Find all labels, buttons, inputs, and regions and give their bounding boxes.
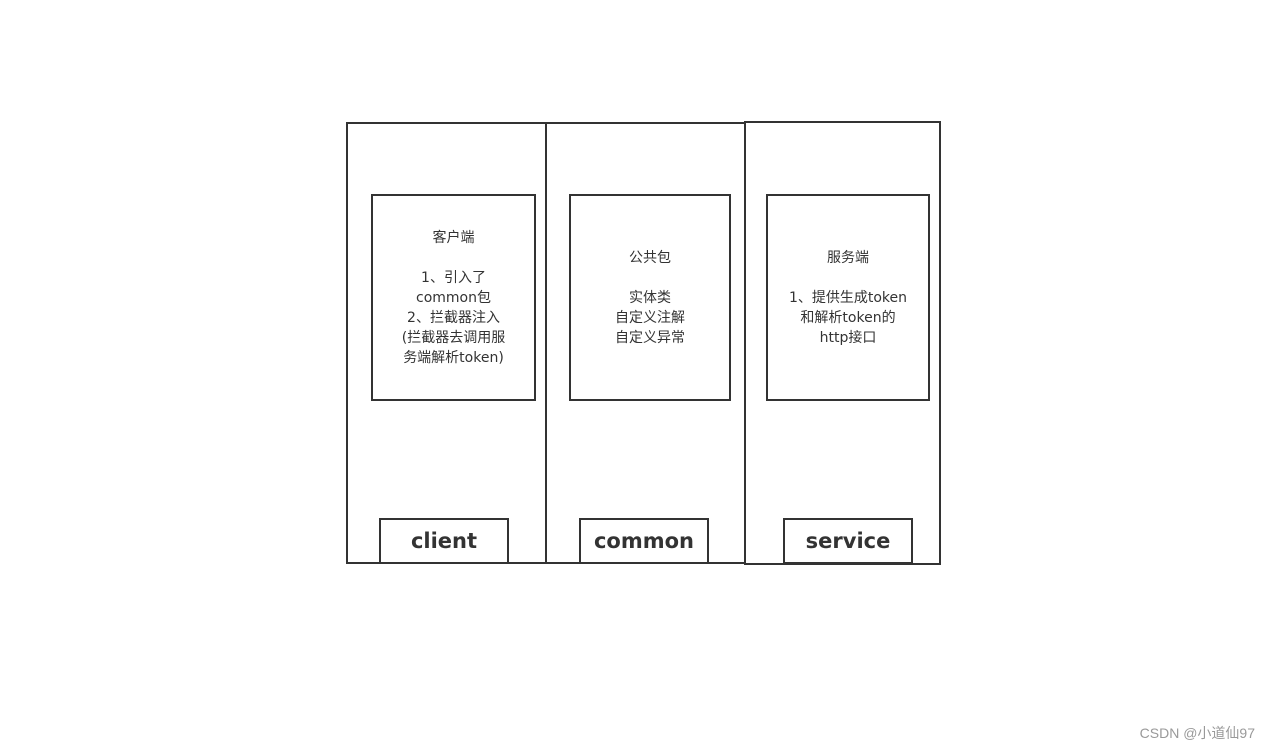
client-line-2: common包 [416, 289, 491, 306]
service-line-1: 1、提供生成token [788, 289, 908, 306]
client-title: 客户端 [432, 229, 475, 246]
service-line-3: http接口 [819, 329, 877, 346]
client-line-5: 务端解析token) [403, 349, 504, 366]
client-description-box: 客户端 1、引入了 common包 2、拦截器注入 (拦截器去调用服 务端解析t… [371, 194, 536, 401]
common-line-2: 自定义注解 [615, 309, 685, 326]
common-line-3: 自定义异常 [615, 329, 685, 346]
common-label: common [579, 518, 709, 564]
client-label: client [379, 518, 509, 564]
common-line-1: 实体类 [629, 289, 671, 306]
service-line-2: 和解析token的 [800, 309, 896, 326]
client-line-4: (拦截器去调用服 [401, 329, 506, 346]
common-description-box: 公共包 实体类 自定义注解 自定义异常 [569, 194, 731, 401]
client-line-3: 2、拦截器注入 [407, 309, 500, 326]
service-description-box: 服务端 1、提供生成token 和解析token的 http接口 [766, 194, 930, 401]
service-label: service [783, 518, 913, 564]
client-line-1: 1、引入了 [421, 269, 486, 286]
common-title: 公共包 [629, 249, 671, 266]
service-title: 服务端 [827, 249, 869, 266]
watermark: CSDN @小道仙97 [1139, 725, 1255, 741]
